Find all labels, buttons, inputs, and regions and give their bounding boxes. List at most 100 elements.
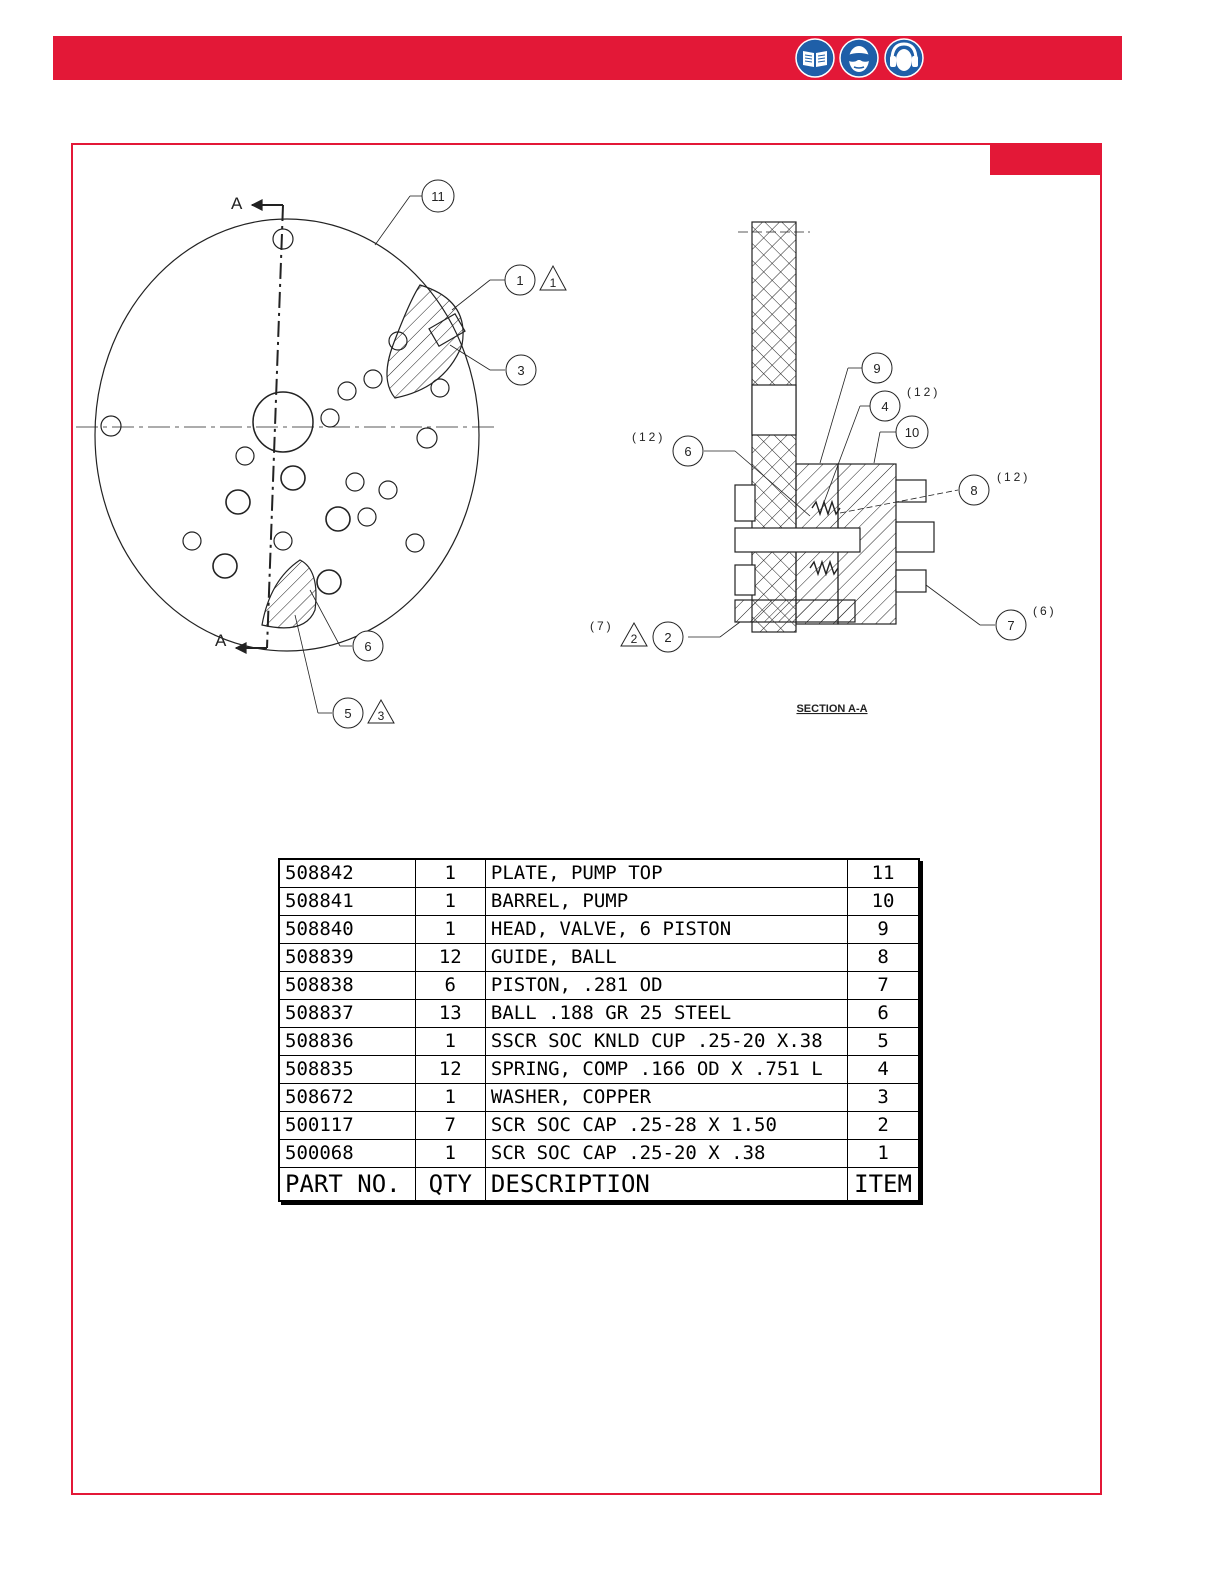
leader-8 <box>839 489 959 514</box>
plan-view-labels: A A 11 1 1 3 6 5 3 <box>215 179 567 729</box>
cell-description: BALL .188 GR 25 STEEL <box>484 999 849 1028</box>
cell-item: 8 <box>847 943 920 972</box>
leader-6 <box>309 589 341 647</box>
bolt-hole <box>272 228 294 250</box>
bolt-hole <box>430 378 450 398</box>
cell-qty: 6 <box>414 971 486 1000</box>
bolt-hole <box>100 415 122 437</box>
cap-screw-middle <box>734 527 861 553</box>
cell-description: SPRING, COMP .166 OD X .751 L <box>484 1055 849 1084</box>
cell-item: 6 <box>847 999 920 1028</box>
cell-item: 3 <box>847 1083 920 1112</box>
spring-lower <box>809 559 839 577</box>
section-label-bottom: A <box>215 631 227 650</box>
bolt-hole <box>363 369 383 389</box>
cell-part-no: 508838 <box>278 971 416 1000</box>
cutaway-lower <box>261 559 317 629</box>
leader-2 <box>719 621 741 638</box>
cell-qty: 1 <box>414 887 486 916</box>
callout-9: 9 <box>861 352 893 384</box>
port-plug <box>428 313 466 347</box>
socket-head <box>325 506 351 532</box>
socket-head <box>280 465 306 491</box>
socket-head <box>212 553 238 579</box>
spring-upper <box>811 499 841 517</box>
callout-2: 2 2 (7) <box>590 619 684 653</box>
cell-item: 4 <box>847 1055 920 1084</box>
cap-screw-upper <box>734 484 756 522</box>
cell-item: 10 <box>847 887 920 916</box>
qty-note-8: (12) <box>997 470 1030 484</box>
plan-view <box>76 195 505 714</box>
cell-description: SCR SOC CAP .25-28 X 1.50 <box>484 1111 849 1140</box>
svg-text:3: 3 <box>517 363 524 378</box>
page-frame <box>71 143 1102 1495</box>
cell-part-no: 508672 <box>278 1083 416 1112</box>
leader-11 <box>374 195 411 246</box>
cell-part-no: 508837 <box>278 999 416 1028</box>
header-bar <box>53 36 1122 80</box>
svg-text:1: 1 <box>516 273 523 288</box>
header-description: DESCRIPTION <box>484 1167 849 1202</box>
svg-text:7: 7 <box>1007 618 1014 633</box>
qty-note-2: (7) <box>590 619 614 633</box>
callout-8: 8 (12) <box>958 470 1030 506</box>
bolt-hole <box>235 446 255 466</box>
cell-part-no: 508835 <box>278 1055 416 1084</box>
callout-11: 11 <box>421 179 455 213</box>
cutaway-upper <box>386 284 464 399</box>
revision-triangle-1 <box>539 264 567 291</box>
svg-text:11: 11 <box>431 189 445 204</box>
cell-description: WASHER, COPPER <box>484 1083 849 1112</box>
cell-item: 7 <box>847 971 920 1000</box>
leader-4 <box>819 405 861 514</box>
piston-bottom <box>895 569 927 593</box>
cell-item: 5 <box>847 1027 920 1056</box>
header-qty: QTY <box>414 1167 486 1202</box>
cell-qty: 1 <box>414 1083 486 1112</box>
cell-description: PISTON, .281 OD <box>484 971 849 1000</box>
frame-tab <box>990 145 1100 175</box>
assembly-drawing: A A 11 1 1 3 6 5 3 <box>76 179 1054 729</box>
pump-top-plate-outline <box>94 218 480 652</box>
read-manual-icon <box>795 38 835 78</box>
socket-head <box>225 489 251 515</box>
qty-note-4: (12) <box>907 385 940 399</box>
socket-head <box>316 569 342 595</box>
center-bore <box>252 391 314 453</box>
svg-text:4: 4 <box>881 399 888 414</box>
bolt-hole <box>273 531 293 551</box>
svg-text:3: 3 <box>378 709 385 723</box>
callout-10: 10 <box>895 415 929 449</box>
cell-qty: 1 <box>414 1027 486 1056</box>
cell-item: 2 <box>847 1111 920 1140</box>
callout-1: 1 1 <box>504 264 567 296</box>
svg-text:9: 9 <box>873 361 880 376</box>
svg-text:5: 5 <box>344 706 351 721</box>
cell-description: SSCR SOC KNLD CUP .25-20 X.38 <box>484 1027 849 1056</box>
cell-part-no: 508839 <box>278 943 416 972</box>
bolt-hole <box>337 381 357 401</box>
cell-part-no: 500068 <box>278 1139 416 1168</box>
revision-triangle-2 <box>620 621 648 647</box>
leader-1 <box>451 279 491 311</box>
section-title: SECTION A-A <box>796 703 867 715</box>
leader-7 <box>925 584 981 626</box>
callout-4: 4 (12) <box>869 385 940 422</box>
svg-text:2: 2 <box>664 630 671 645</box>
cap-screw-lower <box>734 564 756 596</box>
cap-screw-base <box>734 599 856 623</box>
cell-item: 1 <box>847 1139 920 1168</box>
svg-text:6: 6 <box>684 444 691 459</box>
piston-top <box>895 479 927 503</box>
cell-part-no: 508841 <box>278 887 416 916</box>
cell-item: 9 <box>847 915 920 944</box>
callout-3: 3 <box>505 354 537 386</box>
section-view <box>688 221 995 638</box>
piston-mid <box>895 521 935 553</box>
